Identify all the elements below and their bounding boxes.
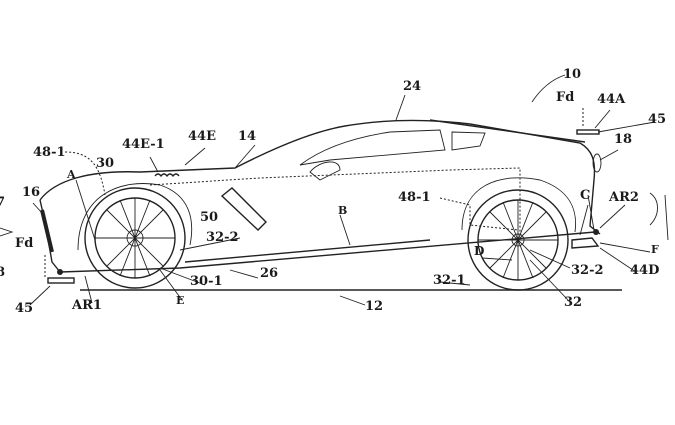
front-wheel [77,183,193,289]
label-point-c: C [580,188,591,203]
label-wing-front: 45 [15,301,34,316]
label-fd-front: Fd [15,236,34,251]
label-ground: 12 [365,299,384,314]
rotation-arrow [649,192,669,241]
label-aero-hood: 44E [188,129,216,144]
actuator-front-pivot [57,269,63,275]
label-actuator-front: AR1 [72,298,102,313]
label-point-f: F [651,243,659,256]
rocker [184,239,431,263]
label-aero-hood-sub: 44E-1 [122,137,165,152]
label-point-b: B [338,204,348,217]
label-rear-wheel: 32 [564,295,583,310]
underbody [59,231,596,273]
label-roof: 24 [403,79,422,94]
tail-light [592,153,602,173]
body-contour-line [149,167,521,240]
label-vent: 50 [200,210,219,225]
label-fender-sub: 30-1 [190,274,223,289]
rear-roof-line [429,119,586,143]
label-rear-end: 18 [614,132,633,147]
window [299,129,446,166]
front-grille [40,209,54,253]
rear-window [451,131,486,151]
label-partial-left-bottom: 8 [0,265,6,280]
rear-strut [587,194,595,231]
label-body: 14 [238,129,257,144]
sensor-line-rear [439,197,519,231]
hood-vanes [154,173,180,178]
label-front-fender: 30 [96,156,115,171]
rear-diffuser [571,237,600,249]
label-point-e: E [176,294,185,307]
label-actuator-rear: AR2 [609,190,639,205]
label-front-end: 16 [22,185,41,200]
mirror [309,161,341,181]
label-point-a: A [67,168,76,181]
label-point-d: D [474,244,485,258]
actuator-rear-pivot [593,229,599,235]
label-wheel-front-sub: 32-2 [206,230,239,245]
label-partial-left-top: 7 [0,195,6,210]
rear-wing [576,129,600,135]
body-outline [39,119,601,235]
label-rear-axle-sub: 32-1 [433,273,466,288]
label-sensor-rear: 48-1 [398,190,431,205]
leader-lines [29,74,656,306]
label-wing-rear: 45 [648,112,667,127]
label-aero-diffuser: 44D [630,263,660,278]
arrow-left-partial [0,227,14,237]
label-underbody: 26 [260,266,279,281]
front-wing [47,277,75,284]
side-vent [220,187,267,231]
label-wheel-rear-sub: 32-2 [571,263,604,278]
label-aero-rear: 44A [597,92,626,107]
sensor-line-front [64,151,106,196]
label-sensor-front: 48-1 [33,145,66,160]
label-fd-rear: Fd [556,90,575,105]
label-vehicle: 10 [563,67,582,82]
rear-wheel [461,177,577,291]
